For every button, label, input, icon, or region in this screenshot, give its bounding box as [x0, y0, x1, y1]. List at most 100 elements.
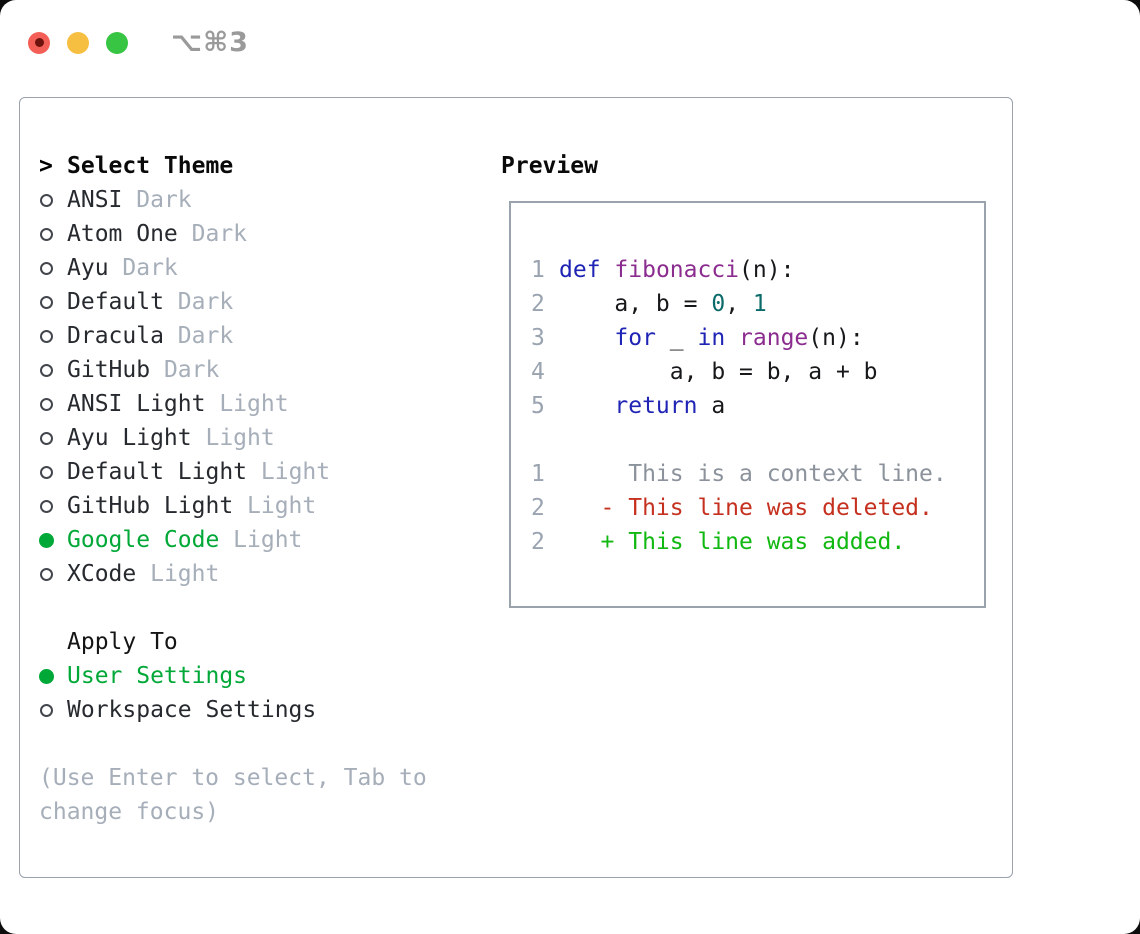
theme-option[interactable]: Google Code Light — [39, 523, 463, 557]
theme-option[interactable]: Atom One Dark — [39, 217, 463, 251]
theme-option[interactable]: ANSI Dark — [39, 183, 463, 217]
radio-cell — [39, 183, 67, 217]
spacer — [39, 727, 463, 761]
code-token-function: fibonacci — [614, 257, 740, 283]
code-token-keyword: for — [614, 325, 656, 351]
line-number: 4 — [531, 359, 545, 385]
theme-option[interactable]: ANSI Light Light — [39, 387, 463, 421]
radio-icon — [40, 227, 53, 241]
theme-name: Dracula — [67, 323, 178, 349]
apply-to-indent — [39, 625, 67, 659]
spacer — [39, 591, 463, 625]
radio-cell — [39, 353, 67, 387]
close-button[interactable] — [28, 31, 50, 54]
theme-option[interactable]: GitHub Light Light — [39, 489, 463, 523]
theme-variant: Light — [233, 527, 303, 553]
radio-icon — [40, 261, 53, 275]
radio-cell — [39, 523, 67, 557]
code-line: 2 a, b = 0, 1 — [531, 287, 984, 321]
radio-cell — [39, 489, 67, 523]
hint-text: (Use Enter to select, Tab to change focu… — [39, 765, 427, 825]
radio-icon — [40, 499, 53, 513]
radio-cell — [39, 421, 67, 455]
theme-option[interactable]: XCode Light — [39, 557, 463, 591]
code-token-plain — [601, 253, 615, 287]
radio-cell — [39, 693, 67, 727]
code-token-plain: _ — [655, 325, 698, 351]
line-number — [531, 423, 559, 457]
radio-cell — [39, 659, 67, 693]
radio-cell — [39, 387, 67, 421]
code-token-number: 0 — [711, 291, 726, 317]
theme-name: XCode — [67, 561, 151, 587]
theme-option[interactable]: Ayu Light Light — [39, 421, 463, 455]
theme-variant: Light — [219, 391, 289, 417]
preview-title: Preview — [501, 153, 598, 179]
zoom-button[interactable] — [106, 31, 128, 54]
radio-icon — [40, 397, 53, 411]
theme-option[interactable]: Default Light Light — [39, 455, 463, 489]
apply-to-label: Workspace Settings — [67, 697, 317, 723]
radio-selected-icon — [39, 668, 54, 684]
radio-icon — [40, 431, 53, 445]
code-token-plain: (n): — [739, 257, 795, 283]
code-token-plain: (n): — [808, 325, 864, 351]
theme-name: GitHub Light — [67, 493, 248, 519]
apply-to-option[interactable]: Workspace Settings — [39, 693, 463, 727]
radio-icon — [40, 567, 53, 581]
radio-cell — [39, 251, 67, 285]
radio-icon — [40, 295, 53, 309]
theme-option[interactable]: Ayu Dark — [39, 251, 463, 285]
record-dot-icon — [34, 38, 44, 47]
radio-cell — [39, 557, 67, 591]
cursor-cell: > — [39, 149, 67, 183]
code-token-function: range — [739, 325, 809, 351]
code-token-keyword: def — [559, 257, 601, 283]
select-theme-title: Select Theme — [67, 153, 234, 179]
theme-option[interactable]: Dracula Dark — [39, 319, 463, 353]
theme-variant: Light — [150, 561, 220, 587]
line-number: 2 — [531, 529, 545, 555]
radio-icon — [40, 329, 53, 343]
line-number: 2 — [531, 495, 545, 521]
code-token-context: This is a context line. — [559, 461, 947, 487]
minimize-button[interactable] — [67, 31, 89, 54]
code-token-plain: a, b = — [559, 291, 712, 317]
theme-variant: Light — [260, 459, 331, 485]
radio-cell — [39, 217, 67, 251]
code-line: 1 This is a context line. — [531, 457, 984, 491]
radio-selected-icon — [39, 532, 54, 548]
radio-cell — [39, 285, 67, 319]
line-number: 2 — [531, 291, 545, 317]
theme-name: Ayu Light — [67, 425, 206, 451]
code-token-plain: , — [725, 291, 753, 317]
code-token-added: + This line was added. — [559, 529, 906, 555]
radio-icon — [40, 193, 53, 207]
code-line: 5 return a — [531, 389, 984, 423]
code-line — [531, 423, 984, 457]
theme-name: Default — [67, 289, 178, 315]
radio-icon — [40, 465, 53, 479]
line-number: 1 — [531, 461, 545, 487]
line-number: 5 — [531, 393, 545, 419]
code-token-deleted: - This line was deleted. — [559, 495, 933, 521]
theme-name: ANSI Light — [67, 391, 220, 417]
code-token-plain — [559, 321, 614, 355]
code-token-plain: a, b = b, a + b — [559, 359, 878, 385]
theme-variant: Dark — [177, 289, 234, 315]
code-line: 3 for _ in range(n): — [531, 321, 984, 355]
code-token-plain — [559, 389, 614, 423]
theme-option[interactable]: GitHub Dark — [39, 353, 463, 387]
theme-name: GitHub — [67, 357, 164, 383]
apply-to-title: Apply To — [67, 629, 178, 655]
theme-name: Atom One — [67, 221, 192, 247]
theme-option[interactable]: Default Dark — [39, 285, 463, 319]
apply-to-option[interactable]: User Settings — [39, 659, 463, 693]
